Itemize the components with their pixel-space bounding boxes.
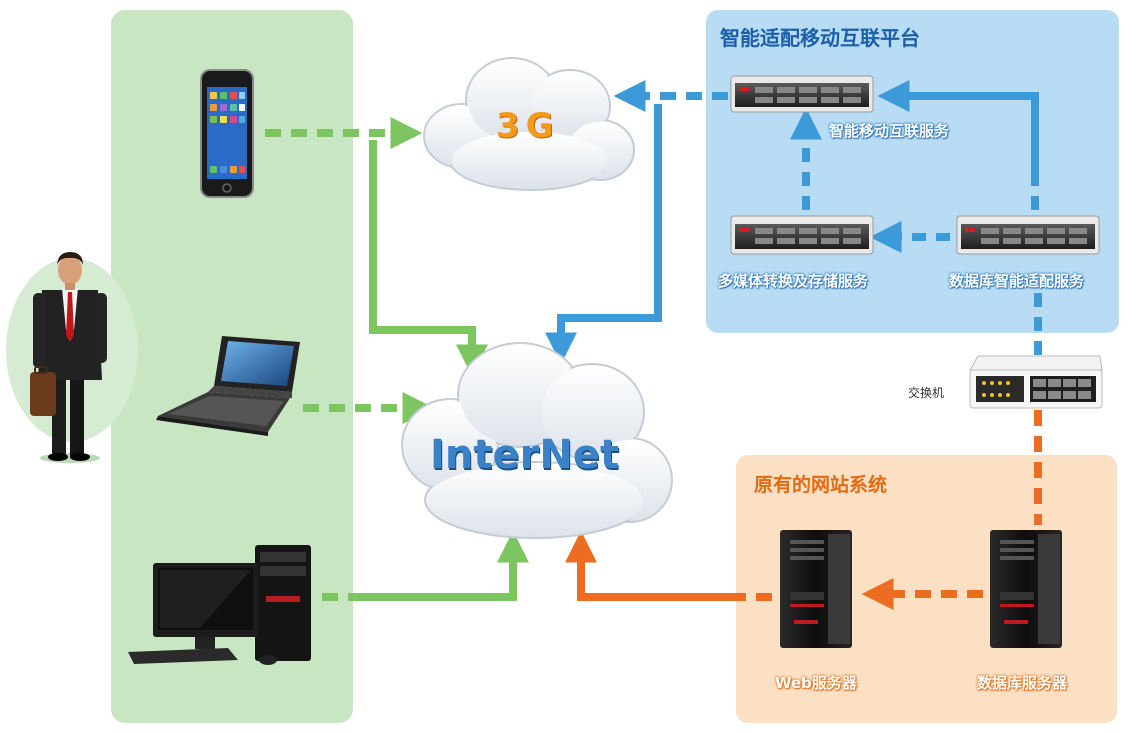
tower-server-icon (990, 530, 1062, 648)
mobile-service-label: 智能移动互联服务 (829, 122, 950, 140)
network-switch-icon (969, 355, 1103, 409)
arrow-platform-to-internet (545, 104, 662, 365)
orange-arrows (565, 410, 1042, 610)
businessman-icon (30, 252, 107, 463)
cloud-internet-label: InterNet (430, 432, 620, 478)
laptop-icon (156, 336, 300, 436)
arrow-web-to-internet (565, 530, 772, 601)
cloud-3g-label: 3G (496, 106, 560, 146)
smartphone-icon (200, 69, 254, 198)
legacy-panel (736, 455, 1117, 723)
db-adapt-service-label: 数据库智能适配服务 (949, 272, 1085, 290)
arrow-3g-to-internet (369, 140, 488, 377)
arrow-desktop-to-internet (322, 530, 529, 601)
desktop-pc-icon (128, 545, 311, 665)
arrow-db-to-mobile (877, 80, 1039, 210)
rack-server-icon (730, 215, 874, 255)
multimedia-service-label: 多媒体转换及存储服务 (718, 272, 869, 290)
web-server-label: Web服务器 (775, 674, 857, 692)
tower-server-icon (780, 530, 852, 648)
blue-arrows (545, 80, 1042, 365)
rack-server-icon (730, 75, 874, 113)
switch-label: 交换机 (908, 386, 945, 400)
db-server-label: 数据库服务器 (977, 674, 1068, 692)
platform-title: 智能适配移动互联平台 (720, 26, 920, 50)
green-arrows (265, 117, 529, 601)
legacy-title: 原有的网站系统 (754, 474, 888, 496)
rack-server-icon (956, 215, 1100, 255)
